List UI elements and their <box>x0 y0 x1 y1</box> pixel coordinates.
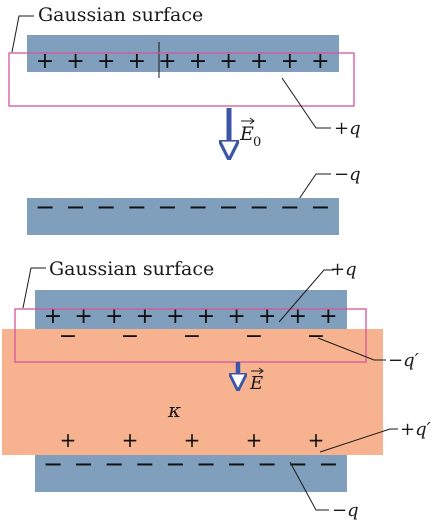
positive-charge-sign: + <box>105 304 123 329</box>
plus-q-leader-bottom <box>278 269 334 323</box>
positive-charge-sign: + <box>250 49 268 74</box>
positive-charge-sign: + <box>319 304 337 329</box>
plus-q-leader-top <box>281 77 331 129</box>
induced-negative-sign: − <box>121 324 139 349</box>
top-negative-plate <box>27 198 339 235</box>
field-label-e0-text: E <box>239 123 254 145</box>
dielectric-constant-symbol: κ <box>167 398 181 422</box>
negative-charge-sign: − <box>188 193 208 221</box>
positive-charge-sign: + <box>166 304 184 329</box>
gaussian-label-leader-bottom <box>22 267 46 309</box>
plus-q-prime-leader <box>319 428 398 453</box>
field-label-e0: E 0 <box>239 117 261 150</box>
top-plate-charges: + + + + + + + + + + <box>36 49 330 74</box>
induced-positive-charges: + + + + + <box>60 428 325 452</box>
induced-positive-sign: + <box>122 428 139 452</box>
field-label-e0-subscript: 0 <box>253 135 261 150</box>
induced-negative-sign: − <box>245 324 263 349</box>
positive-charge-sign: + <box>136 304 154 329</box>
field-label-e-text: E <box>249 373 263 394</box>
positive-charge-sign: + <box>311 49 329 74</box>
negative-charge-sign: − <box>135 450 155 478</box>
negative-charge-sign: − <box>96 193 116 221</box>
negative-charge-sign: − <box>280 193 300 221</box>
negative-charge-sign: − <box>165 450 185 478</box>
minus-q-leader-bottom <box>289 461 329 511</box>
positive-charge-sign: + <box>158 49 176 74</box>
gaussian-surface-bottom <box>14 308 367 363</box>
induced-negative-charges: −−−−− <box>59 324 325 349</box>
negative-charge-sign: − <box>310 193 330 221</box>
plate-charges-bottom-negative: −−−−−−−−−− <box>43 450 339 478</box>
negative-charge-sign: − <box>288 450 308 478</box>
plate-charges-bottom-positive: + + + + + + + + + + <box>44 304 338 329</box>
positive-charge-sign: + <box>189 49 207 74</box>
positive-charge-sign: + <box>97 49 115 74</box>
minus-q-prime-label: −q′ <box>388 350 419 371</box>
positive-charge-sign: + <box>66 49 84 74</box>
negative-charge-sign: − <box>227 450 247 478</box>
positive-charge-sign: + <box>197 304 215 329</box>
negative-charge-sign: − <box>219 193 239 221</box>
minus-q-leader-top <box>296 173 331 203</box>
induced-positive-sign: + <box>308 428 325 452</box>
induced-negative-sign: − <box>307 324 325 349</box>
gaussian-surface-label-bottom: Gaussian surface <box>49 258 214 280</box>
gaussian-label-leader-top <box>11 15 34 53</box>
negative-charge-sign: − <box>157 193 177 221</box>
dielectric-slab <box>2 329 383 455</box>
induced-positive-sign: + <box>246 428 263 452</box>
negative-charge-sign: − <box>257 450 277 478</box>
plus-q-label-bottom: +q <box>330 259 357 280</box>
minus-q-label-top: −q <box>334 164 361 185</box>
induced-negative-sign: − <box>183 324 201 349</box>
positive-charge-sign: + <box>74 304 92 329</box>
negative-charge-sign: − <box>35 193 55 221</box>
positive-charge-sign: + <box>227 304 245 329</box>
negative-charge-sign: − <box>318 450 338 478</box>
positive-charge-sign: + <box>36 49 54 74</box>
negative-charge-sign: − <box>127 193 147 221</box>
negative-charge-sign: − <box>249 193 269 221</box>
induced-positive-sign: + <box>60 428 77 452</box>
positive-charge-sign: + <box>281 49 299 74</box>
negative-charge-sign: − <box>104 450 124 478</box>
minus-q-label-bottom: −q <box>332 500 359 521</box>
negative-charge-sign: − <box>196 450 216 478</box>
negative-charge-sign: − <box>74 450 94 478</box>
induced-negative-sign: − <box>59 324 77 349</box>
positive-charge-sign: + <box>44 304 62 329</box>
positive-charge-sign: + <box>128 49 146 74</box>
positive-charge-sign: + <box>219 49 237 74</box>
negative-charge-sign: − <box>43 450 63 478</box>
negative-charge-sign: − <box>66 193 86 221</box>
positive-charge-sign: + <box>289 304 307 329</box>
plus-q-label-top: +q <box>334 118 361 139</box>
gaussian-surface-label-top: Gaussian surface <box>38 4 203 26</box>
bottom-plate-charges-top: −−−−−−−−−− <box>35 193 331 221</box>
bottom-negative-plate <box>35 455 347 492</box>
positive-charge-sign: + <box>258 304 276 329</box>
plus-q-prime-label: +q′ <box>400 419 431 440</box>
induced-positive-sign: + <box>184 428 201 452</box>
gaussian-surface-top <box>8 52 355 107</box>
minus-q-prime-leader <box>317 337 386 361</box>
field-label-e: E <box>249 367 264 394</box>
